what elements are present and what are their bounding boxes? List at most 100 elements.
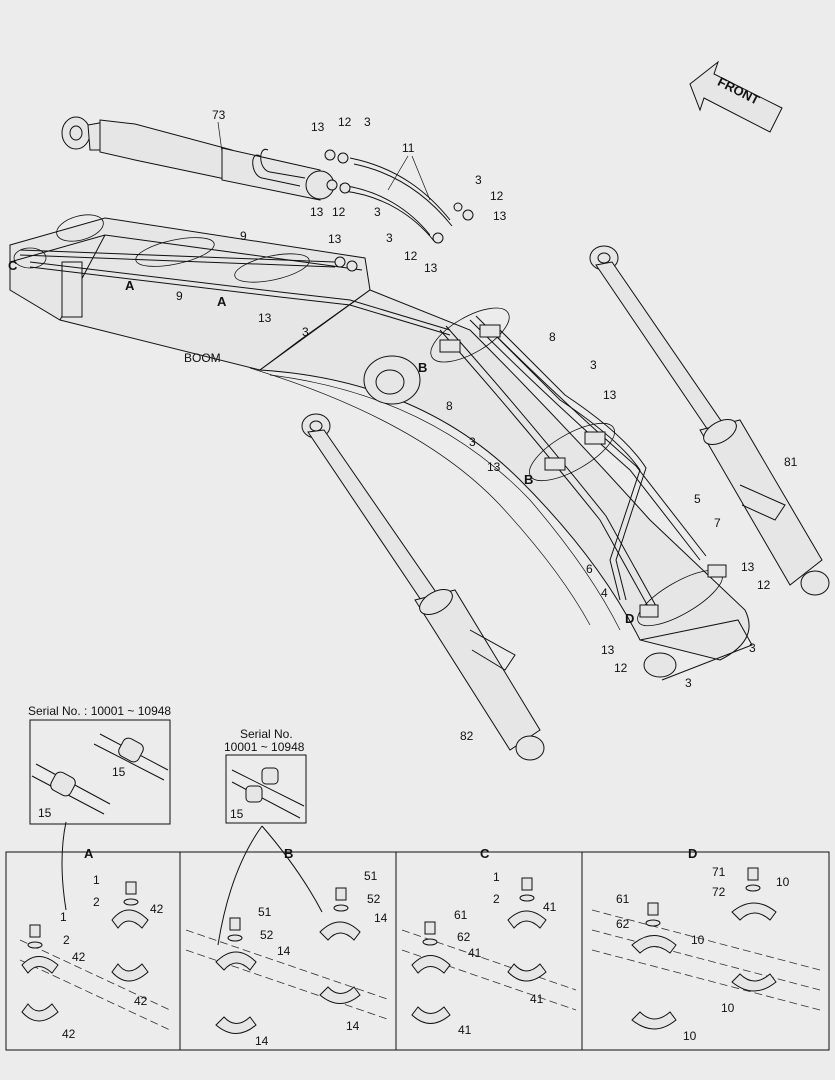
callout-81: 81 — [784, 455, 798, 469]
serial-box-1-callout-15-b: 15 — [38, 806, 52, 820]
callout-6: 6 — [586, 562, 593, 576]
arm-cylinder — [61, 116, 335, 201]
boom-cylinder-right — [589, 245, 830, 596]
callout-3-c: 3 — [475, 173, 482, 187]
callout-9-a: 9 — [240, 229, 247, 243]
detail-leader-b1 — [217, 825, 263, 946]
panel-D-label-7: 10 — [721, 1001, 735, 1015]
panel-C-label-1: 1 — [493, 870, 500, 884]
callout-13-c: 13 — [493, 209, 507, 223]
panel-D-title: D — [688, 846, 697, 861]
panel-B-title: B — [284, 846, 293, 861]
callout-5: 5 — [694, 492, 701, 506]
panel-B-label-6: 14 — [277, 944, 291, 958]
callout-13-h: 13 — [487, 460, 501, 474]
panel-B-label-3: 14 — [374, 911, 388, 925]
panel-A-label-1: 1 — [93, 873, 100, 887]
panel-A-label-8: 42 — [62, 1027, 76, 1041]
panel-B-label-2: 52 — [367, 892, 381, 906]
panel-D-label-4: 61 — [616, 892, 630, 906]
serial-detail-box-1: Serial No. : 10001 ~ 10948 15 15 — [28, 704, 171, 825]
panel-A-label-4: 1 — [60, 910, 67, 924]
callout-B-2: B — [524, 472, 533, 487]
panel-D-label-3: 10 — [776, 875, 790, 889]
panel-C-label-3: 41 — [543, 900, 557, 914]
callout-7: 7 — [714, 516, 721, 530]
panel-A: A 1 2 42 1 2 42 42 42 — [19, 846, 171, 1041]
callout-8-b: 8 — [446, 399, 453, 413]
panel-D-label-8: 10 — [683, 1029, 697, 1043]
detail-leader-b2 — [261, 825, 323, 913]
callout-3-j: 3 — [685, 676, 692, 690]
panel-A-title: A — [84, 846, 94, 861]
pipe-9 — [13, 214, 451, 336]
panel-C-label-4: 61 — [454, 908, 468, 922]
fittings-top — [324, 149, 474, 272]
panel-A-label-2: 2 — [93, 895, 100, 909]
callout-13-d: 13 — [328, 232, 342, 246]
panel-A-label-6: 42 — [72, 950, 86, 964]
callout-3-g: 3 — [590, 358, 597, 372]
callout-3-i: 3 — [749, 641, 756, 655]
boom-label: BOOM — [184, 351, 221, 365]
boom-cylinder-left — [301, 413, 545, 761]
callout-13-e: 13 — [424, 261, 438, 275]
serial-box-2-title-2: 10001 ~ 10948 — [224, 740, 305, 754]
callout-12-c: 12 — [490, 189, 504, 203]
panel-B-label-8: 14 — [255, 1034, 269, 1048]
panel-A-label-7: 42 — [134, 994, 148, 1008]
callout-8-a: 8 — [549, 330, 556, 344]
panel-D-label-5: 62 — [616, 917, 630, 931]
callout-13-b: 13 — [310, 205, 324, 219]
callout-3-b: 3 — [374, 205, 381, 219]
serial-box-1-title: Serial No. : 10001 ~ 10948 — [28, 704, 171, 718]
panel-C-label-2: 2 — [493, 892, 500, 906]
callout-3-d: 3 — [386, 231, 393, 245]
callout-12-i: 12 — [757, 578, 771, 592]
serial-box-2-callout-15: 15 — [230, 807, 244, 821]
callout-A-1: A — [125, 278, 135, 293]
callout-12-a: 12 — [338, 115, 352, 129]
panel-D-label-2: 72 — [712, 885, 726, 899]
panel-B-label-1: 51 — [364, 869, 378, 883]
panel-C-label-5: 62 — [457, 930, 471, 944]
callout-73: 73 — [212, 108, 226, 122]
callout-D: D — [625, 611, 634, 626]
panel-B-label-7: 14 — [346, 1019, 360, 1033]
panel-D: D 71 72 10 61 62 10 10 10 — [591, 846, 821, 1043]
callout-13-f: 13 — [258, 311, 272, 325]
callout-3-f: 3 — [302, 325, 309, 339]
callout-3-a: 3 — [364, 115, 371, 129]
callout-13-j: 13 — [601, 643, 615, 657]
callout-B-1: B — [418, 360, 427, 375]
callout-82: 82 — [460, 729, 474, 743]
callout-13-g: 13 — [603, 388, 617, 402]
panel-C-title: C — [480, 846, 490, 861]
detail-leader-a — [61, 821, 67, 911]
callout-3-h: 3 — [469, 435, 476, 449]
callout-9-b: 9 — [176, 289, 183, 303]
callout-13-a: 13 — [311, 120, 325, 134]
callout-4: 4 — [601, 586, 608, 600]
panel-C-label-7: 41 — [530, 992, 544, 1006]
callout-11: 11 — [402, 141, 415, 155]
panel-A-label-5: 2 — [63, 933, 70, 947]
callout-12-b: 12 — [332, 205, 346, 219]
panel-C-label-8: 41 — [458, 1023, 472, 1037]
serial-box-1-callout-15-a: 15 — [112, 765, 126, 779]
detail-panels — [5, 851, 830, 1051]
callout-13-i: 13 — [741, 560, 755, 574]
pipes-4-5-6-7-8 — [430, 307, 727, 627]
hose-11 — [339, 157, 453, 242]
serial-box-2-title-1: Serial No. — [240, 727, 293, 741]
panel-D-label-1: 71 — [712, 865, 726, 879]
panel-B: B 51 52 14 51 52 14 14 14 — [185, 846, 391, 1048]
callout-C: C — [8, 258, 18, 273]
callout-A-2: A — [217, 294, 227, 309]
panel-B-label-5: 52 — [260, 928, 274, 942]
callout-12-j: 12 — [614, 661, 628, 675]
callout-12-d: 12 — [404, 249, 418, 263]
panel-A-label-3: 42 — [150, 902, 164, 916]
panel-D-label-6: 10 — [691, 933, 705, 947]
